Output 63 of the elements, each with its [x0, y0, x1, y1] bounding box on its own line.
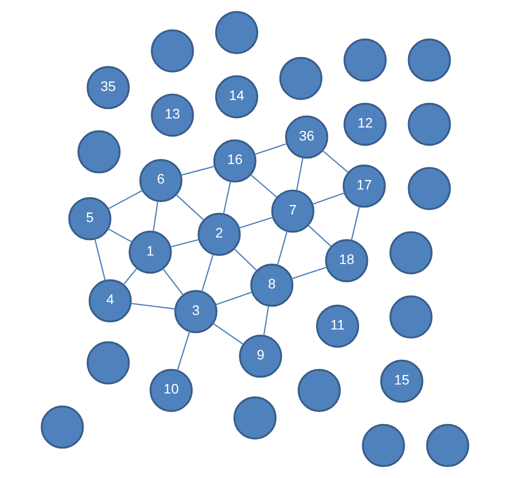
connector — [222, 181, 232, 214]
node-circle — [362, 424, 406, 468]
node-circle: 15 — [380, 360, 424, 403]
connector — [108, 228, 132, 243]
connector — [215, 292, 252, 306]
connector — [94, 238, 106, 281]
node-circle — [215, 10, 258, 54]
node-circle: 5 — [68, 197, 112, 240]
node-circle: 2 — [198, 212, 241, 256]
node-circle — [77, 130, 121, 174]
node-circle — [86, 341, 130, 384]
node-circle — [389, 295, 433, 339]
connector — [322, 150, 348, 173]
node-circle — [233, 396, 277, 440]
node-circle: 1 — [128, 230, 172, 274]
connector — [176, 194, 204, 220]
node-circle — [426, 424, 470, 468]
connector — [254, 143, 288, 156]
node-circle — [40, 406, 84, 449]
node-circle — [389, 231, 433, 274]
connector — [162, 268, 184, 296]
node-circle — [408, 102, 451, 146]
node-circle: 16 — [213, 139, 256, 183]
connector — [276, 231, 288, 266]
node-circle: 7 — [271, 190, 314, 233]
connector — [212, 323, 244, 345]
node-circle: 8 — [250, 264, 294, 307]
connector — [350, 206, 360, 241]
node-circle: 12 — [344, 102, 387, 146]
connector — [308, 224, 332, 247]
connector — [250, 174, 278, 198]
connector — [201, 254, 214, 292]
node-circle: 18 — [325, 239, 368, 282]
connector — [234, 248, 258, 271]
connector — [291, 266, 328, 280]
node-circle — [408, 38, 451, 82]
node-circle: 6 — [139, 158, 182, 202]
connector — [180, 166, 215, 176]
connector — [130, 302, 176, 310]
connector — [122, 268, 138, 286]
node-circle: 10 — [150, 368, 193, 412]
connector — [176, 331, 190, 371]
node-circle — [150, 29, 194, 72]
node-circle: 13 — [150, 94, 194, 137]
node-circle — [279, 56, 322, 100]
node-circle: 11 — [316, 304, 360, 348]
connector — [170, 238, 200, 248]
node-circle — [408, 166, 451, 210]
node-circle: 3 — [174, 290, 218, 334]
connector — [312, 192, 345, 205]
connector — [296, 158, 304, 191]
node-circle: 36 — [285, 116, 328, 159]
node-circle — [298, 368, 341, 412]
node-circle: 4 — [88, 279, 132, 322]
node-circle: 35 — [86, 66, 130, 110]
connector — [238, 216, 274, 229]
node-circle: 14 — [215, 75, 258, 118]
connector — [152, 201, 158, 232]
connector — [263, 306, 270, 336]
node-circle — [344, 38, 387, 82]
node-circle: 17 — [342, 164, 386, 208]
connector — [108, 190, 143, 210]
node-circle: 9 — [238, 334, 282, 378]
